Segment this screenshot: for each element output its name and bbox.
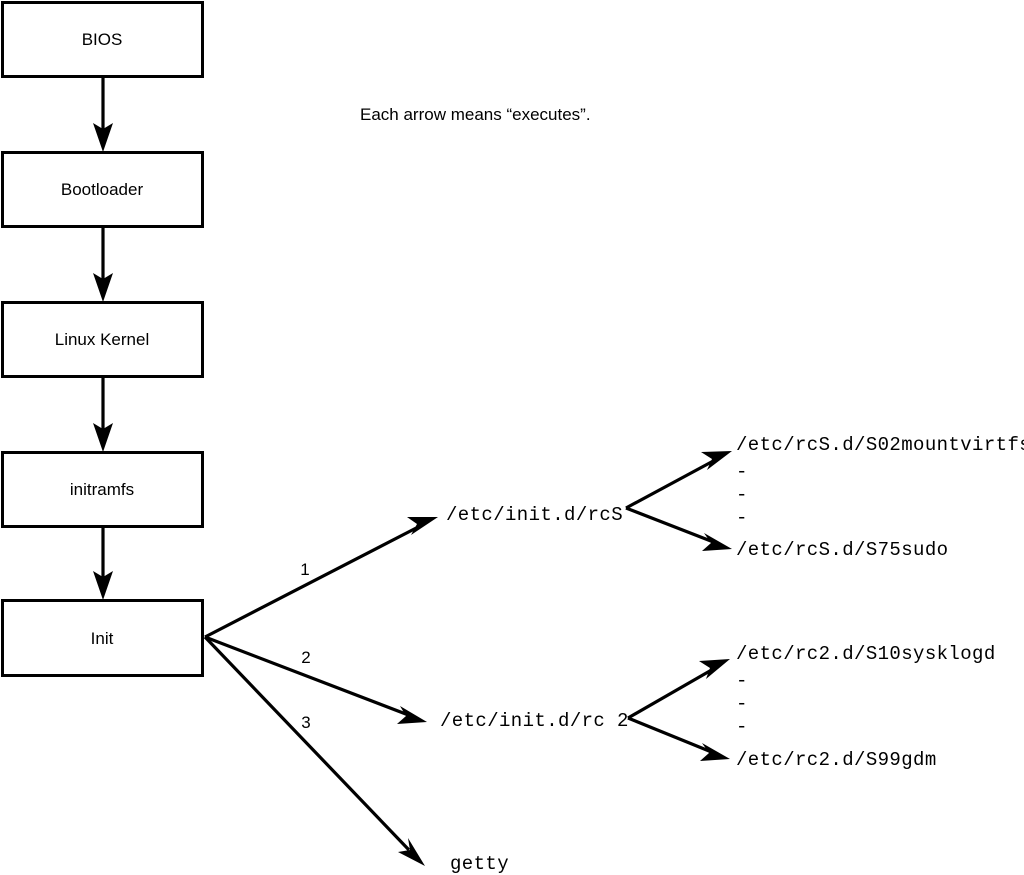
branch-label-getty[interactable]: getty [450, 853, 509, 875]
arrow-initramfs-to-init [93, 527, 113, 600]
arrow-rc2-to-first-script [627, 659, 730, 720]
rcs-child-ellipsis-2: - [736, 484, 747, 506]
node-bootloader-rect [1, 151, 204, 228]
arrow-init-branch-2 [204, 635, 427, 724]
node-initramfs[interactable]: initramfs [1, 451, 204, 528]
rc2-child-last[interactable]: /etc/rc2.d/S99gdm [736, 749, 937, 771]
node-kernel-label: Linux Kernel [55, 330, 150, 349]
node-init-rect [1, 599, 204, 677]
branch-label-rcs[interactable]: /etc/init.d/rcS [446, 504, 623, 526]
rcs-child-ellipsis-1: - [736, 461, 747, 483]
edge-number-3: 3 [301, 713, 310, 732]
rc2-child-ellipsis-1: - [736, 670, 747, 692]
edge-number-2: 2 [301, 648, 310, 667]
rc2-child-ellipsis-3: - [736, 716, 747, 738]
node-kernel[interactable]: Linux Kernel [1, 301, 204, 378]
arrow-bios-to-bootloader [93, 77, 113, 152]
diagram-caption: Each arrow means “executes”. [360, 105, 591, 124]
arrow-init-branch-3 [203, 635, 425, 866]
rcs-child-last[interactable]: /etc/rcS.d/S75sudo [736, 539, 948, 561]
rc2-child-ellipsis-2: - [736, 693, 747, 715]
node-initramfs-label: initramfs [70, 480, 134, 499]
arrow-init-branch-1 [204, 517, 438, 639]
rc2-child-first[interactable]: /etc/rc2.d/S10sysklogd [736, 643, 996, 665]
node-initramfs-rect [1, 451, 204, 528]
node-bios-label: BIOS [82, 30, 123, 49]
node-bios[interactable]: BIOS [1, 1, 204, 78]
arrow-kernel-to-initramfs [93, 377, 113, 452]
arrow-rc2-to-last-script [627, 716, 730, 761]
node-kernel-rect [1, 301, 204, 378]
arrow-bootloader-to-kernel [93, 227, 113, 302]
node-bios-rect [1, 1, 204, 78]
node-bootloader-label: Bootloader [61, 180, 144, 199]
edge-number-1: 1 [300, 560, 309, 579]
rcs-child-ellipsis-3: - [736, 507, 747, 529]
branch-label-rc2[interactable]: /etc/init.d/rc 2 [440, 710, 629, 732]
node-init[interactable]: Init [1, 599, 204, 677]
node-init-label: Init [91, 629, 114, 648]
node-bootloader[interactable]: Bootloader [1, 151, 204, 228]
rcs-child-first[interactable]: /etc/rcS.d/S02mountvirtfs [736, 434, 1024, 456]
arrow-rcs-to-last-script [625, 506, 732, 551]
arrow-rcs-to-first-script [625, 451, 732, 510]
